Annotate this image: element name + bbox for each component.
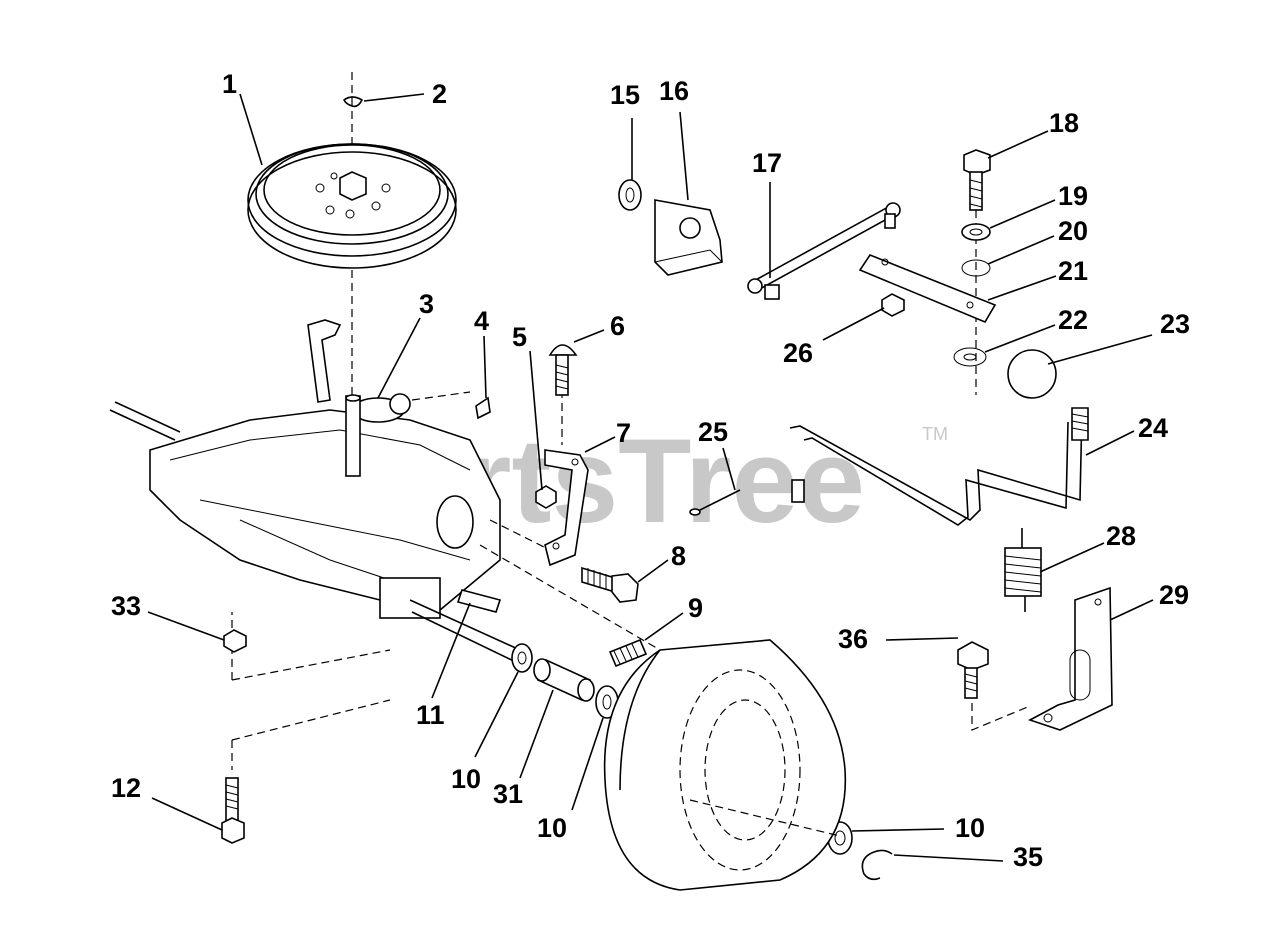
lever-end xyxy=(791,479,805,503)
callout-9: 9 xyxy=(688,593,703,623)
washer-22 xyxy=(953,347,987,367)
callout-7: 7 xyxy=(616,418,631,448)
spacer-31 xyxy=(533,658,595,702)
clip xyxy=(342,96,364,108)
rod-17 xyxy=(747,202,901,300)
nut-5 xyxy=(535,485,557,509)
callout-18: 18 xyxy=(1049,108,1079,138)
carriage-bolt xyxy=(548,344,578,396)
callout-21: 21 xyxy=(1058,256,1088,286)
callout-28: 28 xyxy=(1106,521,1136,551)
nut-33 xyxy=(223,629,247,653)
lever-24 xyxy=(789,409,1083,521)
callout-2: 2 xyxy=(432,79,447,109)
callout-17: 17 xyxy=(752,148,782,178)
bolt-18 xyxy=(963,149,991,211)
watermark-trademark: TM xyxy=(922,424,948,444)
callout-3: 3 xyxy=(419,289,434,319)
callout-16: 16 xyxy=(659,76,689,106)
bracket-7 xyxy=(544,449,589,567)
spring-9 xyxy=(608,638,648,668)
screw-36 xyxy=(957,641,989,699)
transmission xyxy=(109,319,521,665)
callout-36: 36 xyxy=(838,624,868,654)
callout-5: 5 xyxy=(512,322,527,352)
nut-26 xyxy=(881,293,905,317)
callout-10b: 10 xyxy=(537,813,567,843)
callout-22: 22 xyxy=(1058,305,1088,335)
callout-12: 12 xyxy=(111,773,141,803)
key xyxy=(475,396,491,420)
callout-19: 19 xyxy=(1058,181,1088,211)
callout-35: 35 xyxy=(1013,842,1043,872)
callout-1: 1 xyxy=(222,69,237,99)
callout-15: 15 xyxy=(610,80,640,110)
callout-8: 8 xyxy=(671,541,686,571)
pulley xyxy=(247,143,457,269)
callout-26: 26 xyxy=(783,338,813,368)
knob-23 xyxy=(1007,349,1057,399)
wheel xyxy=(603,639,847,891)
callout-6: 6 xyxy=(610,311,625,341)
washer-15 xyxy=(618,179,642,211)
callout-11: 11 xyxy=(416,700,445,730)
spring-28 xyxy=(1004,528,1042,612)
callout-23: 23 xyxy=(1160,309,1190,339)
callout-20: 20 xyxy=(1058,216,1088,246)
plate-21 xyxy=(858,254,997,324)
callout-4: 4 xyxy=(474,306,489,336)
callout-10c: 10 xyxy=(955,813,985,843)
pin-25 xyxy=(691,489,741,515)
callout-25: 25 xyxy=(698,417,728,447)
bracket-16 xyxy=(654,199,723,276)
callout-29: 29 xyxy=(1159,580,1189,610)
callout-33: 33 xyxy=(111,591,141,621)
clip-35 xyxy=(861,849,893,881)
bracket-29 xyxy=(1027,586,1113,731)
callout-10a: 10 xyxy=(451,764,481,794)
washer-10a xyxy=(511,643,533,673)
bolt-12 xyxy=(221,777,245,844)
key-11 xyxy=(456,589,502,613)
callout-24: 24 xyxy=(1138,413,1168,443)
washer-20 xyxy=(961,259,991,277)
callout-31: 31 xyxy=(493,779,523,809)
washer-19 xyxy=(961,223,991,241)
bolt-8 xyxy=(581,566,639,603)
